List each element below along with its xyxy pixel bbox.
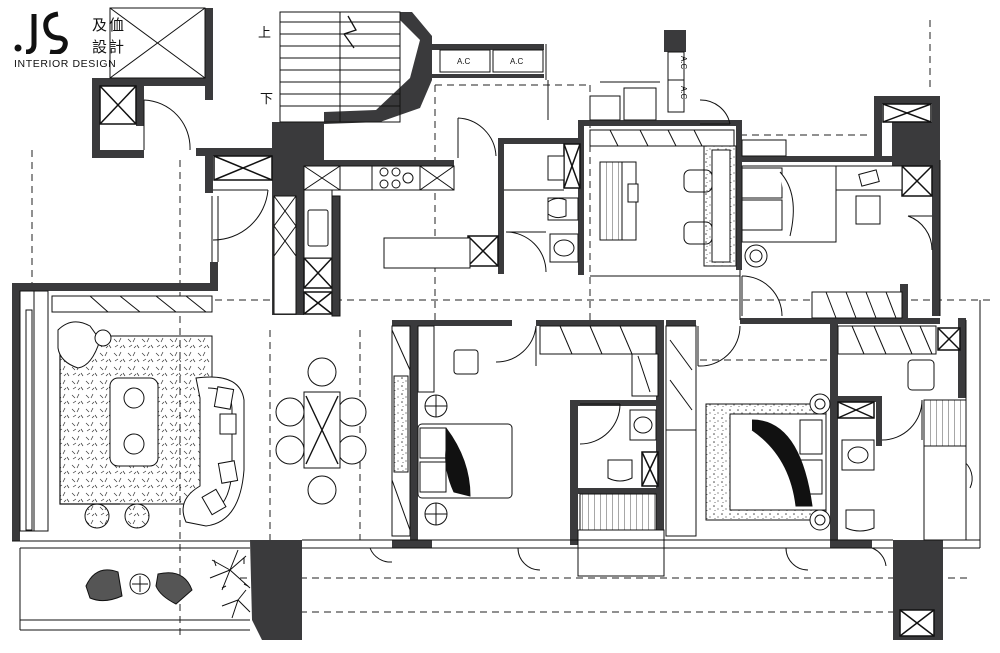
bathroom-1: [504, 155, 579, 263]
bathroom-2: [577, 409, 665, 577]
brand-logo: 及侐 設計 INTERIOR DESIGN: [12, 8, 142, 78]
balcony-chairs: [85, 569, 193, 605]
elevator-shaft: [109, 7, 206, 79]
ac-label-2: A.C: [510, 57, 524, 66]
wardrobes: [273, 195, 937, 537]
door-swings: [143, 99, 973, 571]
bedroom-2: [417, 349, 513, 526]
bedroom-3: [705, 359, 967, 541]
logo-mark-icon: [14, 11, 68, 54]
shaft-boxes: [99, 85, 961, 637]
partitions: [211, 80, 967, 540]
ac-label-4: A.C: [679, 86, 688, 100]
living-room: [19, 290, 245, 532]
stair-down-label: 下: [260, 92, 274, 107]
ac-units: [439, 44, 685, 113]
dining-set: [275, 357, 367, 505]
bedroom-top-right: [741, 139, 941, 319]
ac-label-3: A.C: [679, 56, 688, 70]
staircase: [279, 11, 401, 123]
kitchen: [303, 165, 471, 317]
brand-line-1: 及侐: [92, 16, 127, 34]
study-room: [589, 129, 737, 267]
balcony: [12, 300, 981, 631]
brand-name: 及侐 設計: [92, 14, 132, 58]
brand-line-2: 設計: [92, 38, 127, 56]
balcony-plant: [209, 549, 251, 619]
walls: [12, 8, 966, 640]
stair-up-label: 上: [258, 26, 272, 41]
brand-subtitle: INTERIOR DESIGN: [14, 58, 117, 70]
ac-label-1: A.C: [457, 57, 471, 66]
